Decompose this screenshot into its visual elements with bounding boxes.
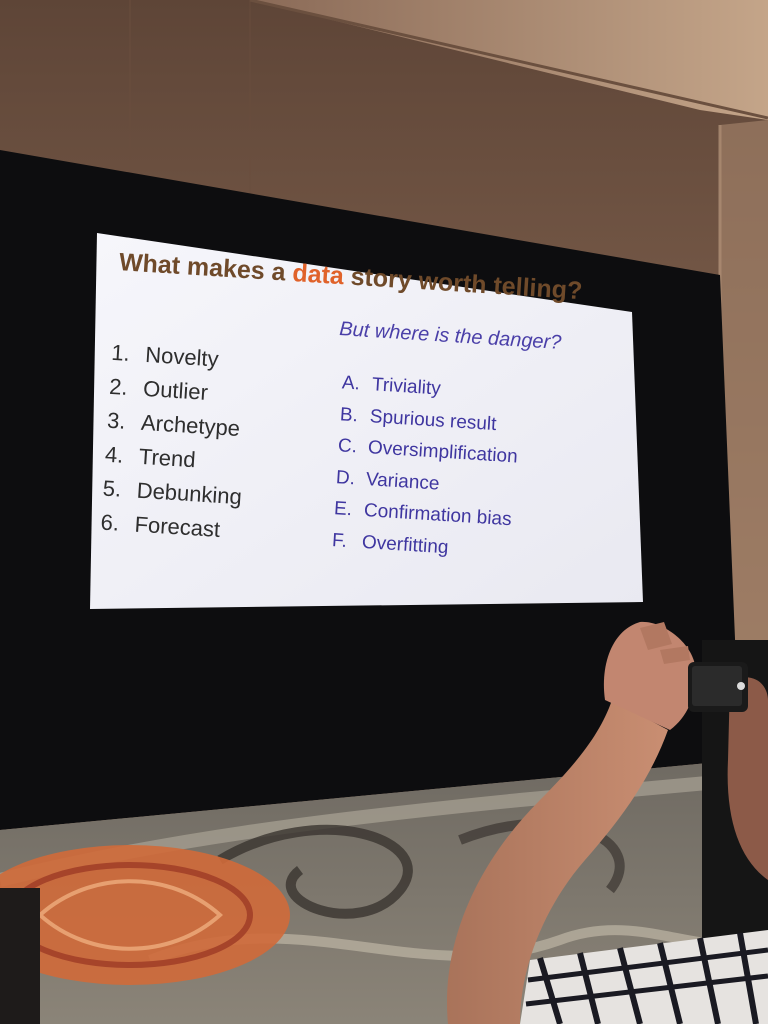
list-marker: 3.: [106, 407, 127, 434]
list-marker: D.: [335, 466, 356, 489]
title-accent-word: data: [291, 259, 345, 291]
list-label: Forecast: [133, 511, 221, 542]
list-label: Overfitting: [361, 531, 450, 558]
list-marker: C.: [337, 435, 358, 458]
slide: What makes a data story worth telling? B…: [97, 248, 657, 621]
list-marker: B.: [339, 403, 359, 426]
story-types-list: 1.Novelty 2.Outlier 3.Archetype 4.Trend …: [99, 340, 251, 552]
list-label: Archetype: [140, 409, 241, 441]
list-marker: E.: [333, 498, 353, 521]
list-marker: A.: [341, 372, 361, 395]
list-label: Outlier: [142, 375, 209, 405]
list-marker: 2.: [108, 373, 129, 400]
projection-screen: [90, 233, 643, 609]
list-label: Triviality: [371, 374, 442, 400]
list-marker: 6.: [99, 509, 120, 536]
dangers-list: A.Triviality B.Spurious result C.Oversim…: [331, 372, 522, 572]
list-label: Trend: [138, 443, 197, 473]
list-marker: F.: [331, 529, 348, 552]
list-marker: 4.: [104, 441, 125, 468]
list-marker: 5.: [102, 475, 123, 502]
chair: [0, 888, 40, 1024]
person-taking-photo: [446, 621, 768, 1024]
plaid-shirt: [520, 930, 768, 1024]
smartphone: [688, 662, 748, 712]
list-marker: 1.: [110, 339, 131, 366]
list-label: Debunking: [136, 477, 243, 510]
list-label: Variance: [365, 468, 441, 495]
list-label: Novelty: [144, 341, 220, 372]
slide-subtitle: But where is the danger?: [338, 318, 562, 354]
